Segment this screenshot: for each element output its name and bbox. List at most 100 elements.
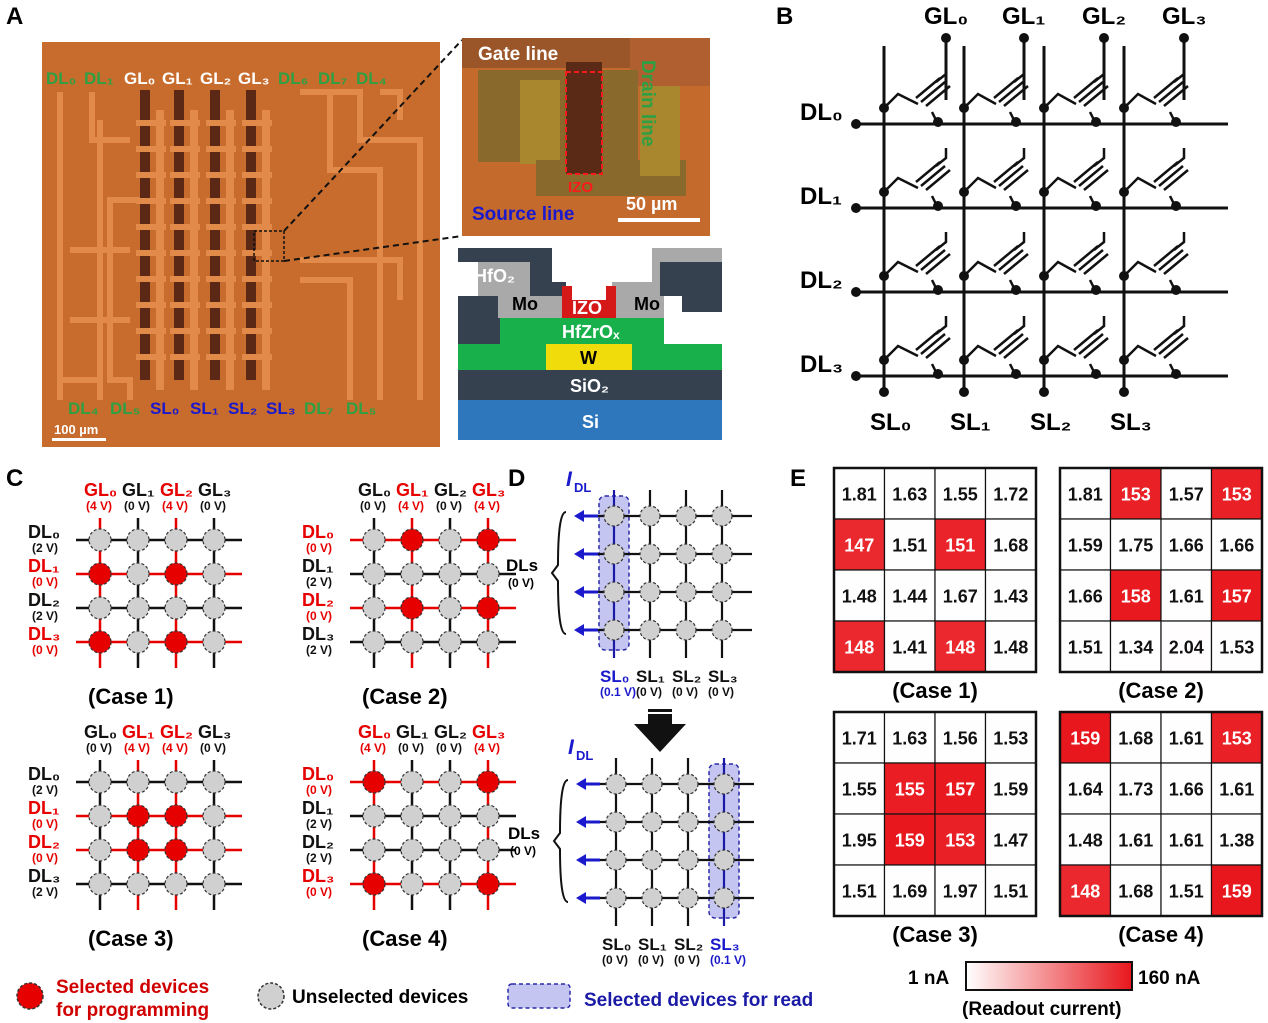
d-device: [711, 543, 733, 565]
heatmap-cell: [1210, 569, 1263, 622]
heatmap-value: 1.61: [1169, 831, 1204, 851]
chip-bottom-label: SL₀: [150, 399, 179, 418]
ferroelectric-transistor-icon: [1119, 148, 1189, 211]
chip-trace: [300, 257, 403, 300]
d-device: [639, 581, 661, 603]
b-drain-label: DL₁: [800, 183, 842, 210]
d-sl-voltage: (0 V): [674, 953, 700, 967]
chip-drain-finger: [242, 276, 272, 282]
b-source-label: SL₂: [1030, 409, 1071, 436]
d-sl-voltage: (0 V): [602, 953, 628, 967]
arrow-left-icon: [574, 548, 584, 560]
chip-drain-finger: [136, 302, 166, 308]
d-device: [677, 773, 699, 795]
chip-bottom-label: DL₅: [110, 399, 140, 418]
heatmap-cell: [1160, 620, 1213, 673]
xsec-izo: IZO: [572, 298, 602, 318]
source-terminal: [879, 387, 889, 397]
zoom-izo-label: IZO: [568, 179, 593, 196]
heatmap-cell: [833, 813, 886, 866]
unselected-device: [476, 804, 500, 828]
d-device: [713, 887, 735, 909]
chip-drain-finger: [242, 146, 272, 152]
c-gl-name: GL₀: [84, 480, 117, 500]
c-gl-name: GL₂: [160, 722, 193, 742]
d-dls-label: DLs: [506, 556, 538, 575]
unselected-device: [438, 562, 462, 586]
unselected-device: [400, 872, 424, 896]
case-grid: GL₀(4 V)GL₁(0 V)GL₂(0 V)GL₃(4 V)DL₀(0 V)…: [302, 722, 516, 951]
unselected-device: [164, 528, 188, 552]
panel-a-letter: A: [6, 3, 23, 30]
unselected-device: [126, 528, 150, 552]
heatmap-value: 1.68: [1118, 729, 1153, 749]
d-sl-voltage: (0 V): [708, 685, 734, 699]
d-sl-voltage: (0 V): [672, 685, 698, 699]
unselected-device: [88, 804, 112, 828]
c-dl-name: DL₀: [302, 522, 334, 542]
heatmap-value: 153: [1121, 485, 1151, 505]
heatmap-cell: [833, 518, 886, 571]
arrow-left-icon: [574, 510, 584, 522]
unselected-device: [400, 630, 424, 654]
unselected-device: [88, 596, 112, 620]
c-dl-voltage: (0 V): [306, 541, 332, 555]
heatmap-value: 1.34: [1118, 638, 1153, 658]
c-dl-name: DL₁: [28, 556, 59, 576]
c-gl-voltage: (4 V): [162, 499, 188, 513]
c-dl-name: DL₁: [28, 798, 59, 818]
heatmap-value: 1.81: [842, 485, 877, 505]
chip-scalebar-label: 100 µm: [54, 422, 98, 437]
panel-c-letter: C: [6, 465, 23, 492]
c-gl-name: GL₀: [358, 722, 391, 742]
ferroelectric-transistor-icon: [959, 64, 1029, 127]
selected-device: [400, 596, 424, 620]
unselected-device: [202, 630, 226, 654]
heatmap-value: 1.53: [1219, 638, 1254, 658]
d-device: [713, 849, 735, 871]
d-dls-label: DLs: [508, 824, 540, 843]
unselected-device: [438, 770, 462, 794]
b-gate-label: GL₃: [1162, 3, 1206, 30]
legend-unselected-marker: [257, 982, 285, 1010]
colorbar: [965, 961, 1133, 991]
c-dl-name: DL₃: [28, 866, 60, 886]
c-gl-voltage: (0 V): [200, 741, 226, 755]
chip-drain-finger: [206, 198, 236, 204]
heatmap-value: 1.66: [1068, 587, 1103, 607]
ferroelectric-transistor-icon: [959, 148, 1029, 211]
heatmap-value: 157: [1222, 587, 1252, 607]
ferroelectric-transistor-icon: [1119, 232, 1189, 295]
unselected-device: [438, 872, 462, 896]
c-gl-voltage: (4 V): [162, 741, 188, 755]
c-gl-voltage: (4 V): [124, 741, 150, 755]
arrow-left-icon: [576, 854, 586, 866]
d-device: [605, 849, 627, 871]
zoom-source-line-label: Source line: [472, 204, 574, 225]
heatmap-value: 153: [1222, 485, 1252, 505]
unselected-device: [400, 770, 424, 794]
selected-device: [164, 838, 188, 862]
c-dl-name: DL₁: [302, 556, 333, 576]
c-gl-voltage: (4 V): [474, 741, 500, 755]
d-device: [641, 773, 663, 795]
heatmap-cell: [883, 467, 936, 520]
arrow-left-icon: [574, 586, 584, 598]
unselected-device: [202, 770, 226, 794]
e-case-title: (Case 1): [892, 678, 978, 703]
heatmap-cell: [984, 620, 1037, 673]
heatmap-value: 1.38: [1219, 831, 1254, 851]
heatmap-value: 159: [895, 831, 925, 851]
heatmap-value: 1.47: [993, 831, 1028, 851]
heatmap-value: 1.63: [892, 485, 927, 505]
xsec-mo-left: Mo: [512, 294, 538, 314]
unselected-device: [362, 838, 386, 862]
unselected-device: [438, 804, 462, 828]
selected-device: [476, 596, 500, 620]
unselected-device: [400, 804, 424, 828]
d-device: [675, 543, 697, 565]
c-gl-name: GL₂: [160, 480, 193, 500]
